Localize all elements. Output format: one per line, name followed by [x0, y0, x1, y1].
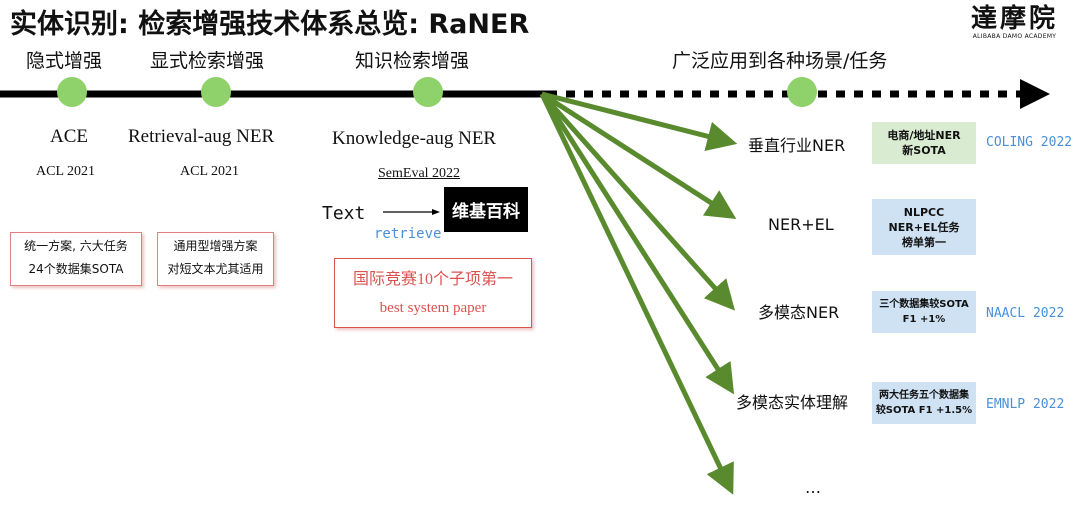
result-line: 较SOTA F1 +1.5%: [875, 405, 973, 416]
result-vertical-ner: 电商/地址NER 新SOTA: [872, 122, 976, 164]
conference-emnlp: EMNLP 2022: [986, 397, 1065, 412]
logo-sub-text: ALIBABA DAMO ACADEMY: [972, 33, 1057, 40]
timeline-node-applications: [787, 77, 817, 107]
task-ner-el: NER+EL: [768, 215, 834, 234]
result-line: 电商/地址NER: [887, 129, 961, 142]
retrieval-note-line-1: 通用型增强方案: [173, 239, 258, 253]
retrieval-note-line-2: 对短文本尤其适用: [167, 262, 264, 276]
ace-note-line-2: 24个数据集SOTA: [28, 262, 124, 276]
result-line: 三个数据集较SOTA: [879, 299, 969, 310]
result-line: 新SOTA: [902, 144, 946, 157]
knowledge-note-line-1: 国际竞赛10个子项第一: [352, 271, 513, 288]
stage-label-applications: 广泛应用到各种场景/任务: [672, 50, 888, 72]
ace-note-box: 统一方案, 六大任务 24个数据集SOTA: [10, 232, 142, 286]
model-knowledge-aug-ner: Knowledge-aug NER: [332, 128, 497, 149]
ace-note-line-1: 统一方案, 六大任务: [24, 239, 128, 253]
stage-label-explicit: 显式检索增强: [150, 50, 265, 72]
result-line: 榜单第一: [902, 235, 946, 249]
knowledge-note-line-2: best system paper: [379, 300, 487, 316]
retrieve-arrowhead: [432, 209, 440, 215]
task-multimodal-ner: 多模态NER: [758, 303, 840, 322]
logo-main-text: 達摩院: [970, 4, 1058, 34]
retrieval-source-text: Text: [322, 203, 366, 224]
model-retrieval-aug-ner: Retrieval-aug NER: [128, 126, 275, 147]
fan-arrow-more: [539, 92, 734, 495]
timeline-node-explicit: [201, 77, 231, 107]
stage-label-knowledge: 知识检索增强: [355, 50, 470, 72]
result-line: NLPCC: [903, 205, 945, 219]
result-multimodal-ner: 三个数据集较SOTA F1 +1%: [872, 291, 976, 333]
venue-retrieval: ACL 2021: [180, 164, 239, 179]
knowledge-note-box: 国际竞赛10个子项第一 best system paper: [334, 258, 532, 328]
result-ner-el: NLPCC NER+EL任务 榜单第一: [872, 199, 976, 255]
damo-logo: 達摩院 ALIBABA DAMO ACADEMY: [971, 4, 1058, 40]
task-multimodal-entity: 多模态实体理解: [736, 393, 849, 412]
venue-ace: ACL 2021: [36, 164, 95, 179]
retrieval-note-box: 通用型增强方案 对短文本尤其适用: [157, 232, 274, 286]
result-multimodal-entity: 两大任务五个数据集 较SOTA F1 +1.5%: [872, 382, 976, 424]
result-line: 两大任务五个数据集: [879, 390, 969, 401]
fan-arrow-vertical-ner: [541, 91, 738, 151]
conference-naacl: NAACL 2022: [986, 306, 1065, 321]
retrieval-action-label: retrieve: [374, 226, 442, 242]
timeline-node-knowledge: [413, 77, 443, 107]
stage-label-implicit: 隐式增强: [26, 50, 103, 72]
task-vertical-ner: 垂直行业NER: [748, 136, 846, 155]
fan-arrow-ner-el: [540, 91, 737, 220]
result-line: NER+EL任务: [888, 220, 960, 234]
page-title: 实体识别: 检索增强技术体系总览: RaNER: [10, 9, 530, 40]
fan-arrow-multimodal-ner: [540, 92, 735, 311]
fan-arrow-multimodal-entity: [539, 92, 735, 395]
model-ace: ACE: [50, 126, 88, 147]
venue-knowledge: SemEval 2022: [378, 166, 461, 181]
task-more: …: [805, 478, 821, 497]
timeline-node-implicit: [57, 77, 87, 107]
wikipedia-box: 维基百科: [444, 187, 528, 232]
conference-coling: COLING 2022: [986, 135, 1073, 150]
result-line: F1 +1%: [902, 314, 946, 325]
timeline-arrowhead: [1020, 79, 1050, 109]
